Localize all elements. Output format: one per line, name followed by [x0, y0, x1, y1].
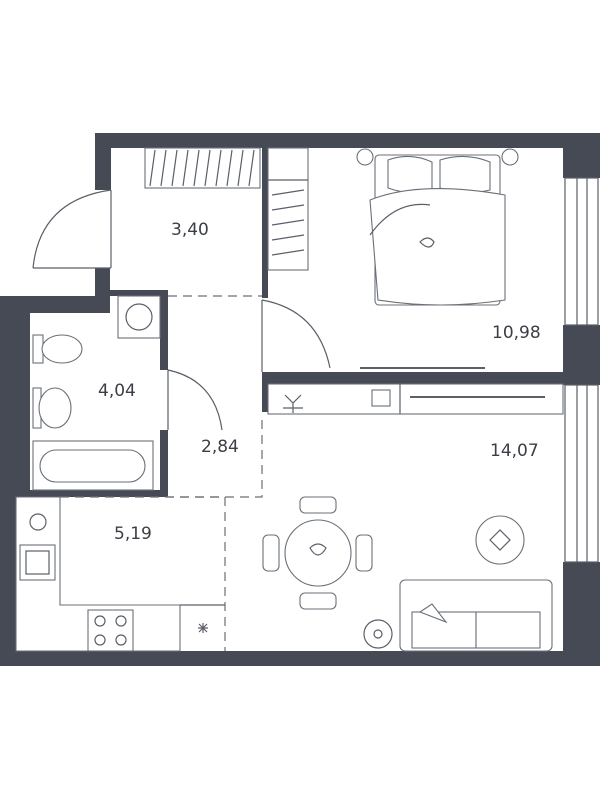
doors [32, 189, 331, 651]
area-label-kitchen: 5,19 [114, 524, 152, 544]
bed-icon [356, 148, 519, 306]
walls [0, 133, 600, 666]
steering-icon [363, 619, 393, 649]
washer-icon [117, 295, 161, 339]
faucet-icon [29, 513, 47, 531]
wardrobe-icon [144, 147, 261, 189]
kitchen-counter [15, 496, 225, 652]
sink-icon [19, 544, 56, 581]
fan-icon [198, 623, 208, 633]
stove-icon [87, 609, 134, 652]
toilet-icon [32, 334, 83, 364]
plant-icon [283, 394, 303, 413]
area-label-bedroom: 10,98 [492, 323, 541, 343]
tv-icon [267, 383, 564, 415]
coffee-table-icon [475, 515, 525, 565]
sofa-icon [399, 579, 553, 652]
bathtub-icon [32, 440, 154, 491]
area-label-living: 14,07 [490, 441, 539, 461]
area-label-corridor: 2,84 [201, 437, 239, 457]
area-label-bathroom: 4,04 [98, 381, 136, 401]
windows [564, 177, 599, 563]
area-label-hall: 3,40 [171, 220, 209, 240]
sink-icon [32, 387, 72, 429]
dining-table-icon [262, 496, 373, 610]
wardrobe-icon [267, 147, 309, 271]
